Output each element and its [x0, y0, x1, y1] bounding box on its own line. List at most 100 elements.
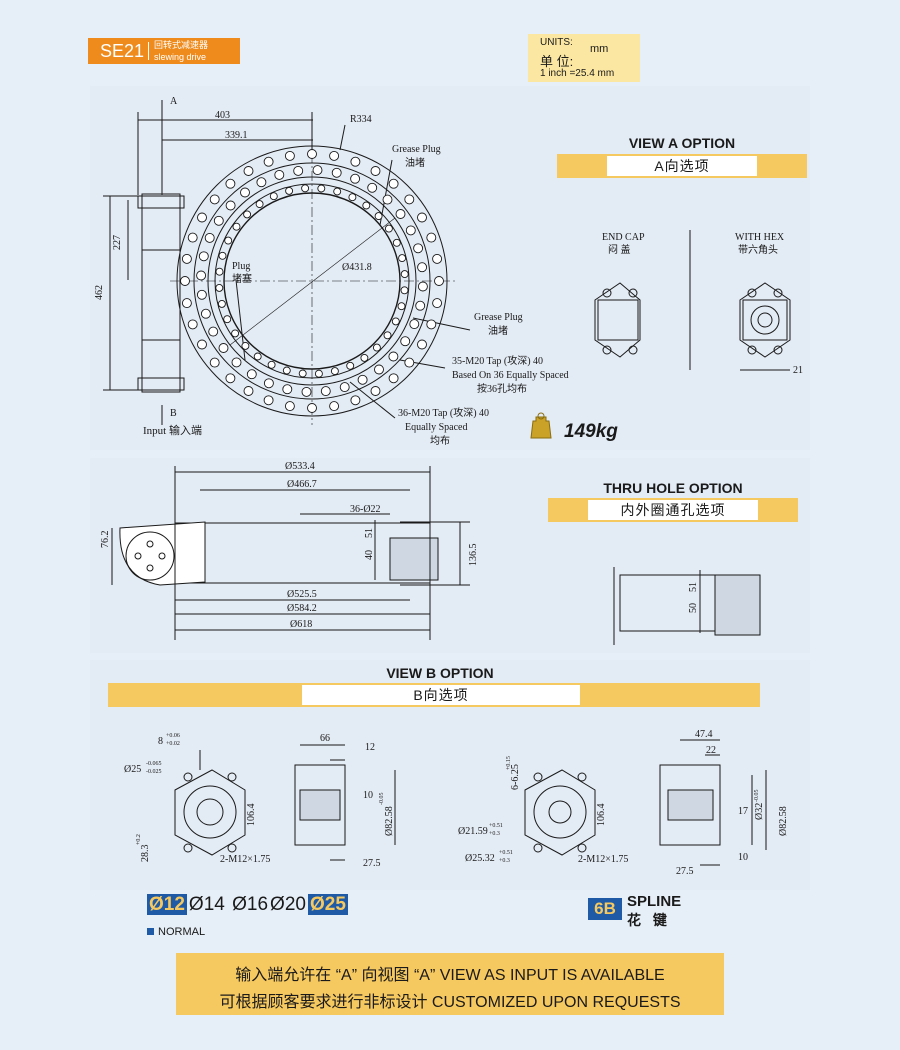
spline-tol-up: +0.15 — [506, 756, 512, 770]
bolt-hole — [333, 187, 342, 196]
bolt-hole — [362, 201, 371, 210]
bolt-hole — [383, 331, 392, 340]
dia-431-label: Ø431.8 — [342, 262, 372, 273]
w12-label: 12 — [365, 742, 375, 753]
r334-label: R334 — [350, 114, 372, 125]
bolt-hole — [213, 215, 224, 226]
tap35-base: Based On 36 Equally Spaced — [452, 370, 569, 381]
bolt-hole — [217, 299, 226, 308]
d25-label: Ø25 — [124, 764, 141, 775]
m12-2-label: 2-M12×1.75 — [578, 854, 628, 865]
bolt-hole — [253, 352, 262, 361]
bolt-hole — [330, 367, 339, 376]
view-a-band: A向选项 — [557, 154, 807, 178]
grease-plug-2-label: Grease Plug — [474, 312, 523, 323]
h28-label: 28.3 — [140, 845, 151, 863]
bolt-hole — [240, 187, 250, 198]
view-b-flange-1 — [174, 769, 246, 856]
h40-label: 40 — [364, 550, 375, 560]
spline-label-cn: 花 键 — [627, 912, 671, 928]
end-cap-body — [597, 299, 639, 341]
bolt-hole — [198, 251, 209, 262]
bolt-hole — [209, 357, 220, 368]
d25-tol-up: -0.065 — [146, 761, 162, 767]
bolt-hole — [417, 281, 428, 292]
end-cap-cn: 闷 盖 — [608, 243, 631, 256]
bolt-hole — [331, 167, 342, 178]
units-value: mm — [590, 43, 609, 55]
tap35-label: 35-M20 Tap (攻深) 40 — [452, 354, 543, 367]
tap36-equal: Equally Spaced — [405, 422, 467, 433]
bolt-hole — [307, 403, 317, 413]
bolt-hole — [367, 182, 378, 193]
bolt-hole — [426, 232, 437, 243]
bolt-hole — [267, 360, 276, 369]
bolt-hole — [231, 357, 242, 368]
bolt-hole — [320, 386, 331, 397]
bolt-hole — [370, 386, 381, 396]
bolt-hole — [223, 315, 232, 324]
bolt-hole — [372, 343, 381, 352]
bolt-hole — [388, 351, 399, 362]
bolt-hole — [197, 212, 207, 223]
bolt-hole — [224, 236, 233, 245]
series-title-en: slewing drive — [154, 52, 207, 62]
bolt-hole — [432, 298, 443, 309]
h106-2-label: 106.4 — [596, 804, 607, 827]
bolt-hole — [348, 193, 357, 202]
bolt-hole — [374, 364, 384, 375]
w27-1-label: 27.5 — [363, 858, 381, 869]
normal-legend: NORMAL — [147, 926, 205, 938]
hex-dim-21: 21 — [793, 365, 803, 376]
bolt-hole — [400, 270, 409, 279]
bolt-hole — [417, 262, 428, 273]
series-badge: SE21 回转式减速器 slewing drive — [88, 38, 240, 64]
bolt-hole — [181, 253, 192, 264]
d21-label: Ø21.59 — [458, 826, 488, 837]
bolt-hole — [225, 373, 236, 384]
tap36-label: 36-M20 Tap (攻深) 40 — [398, 406, 489, 419]
legend-swatch — [147, 928, 154, 935]
bolt-hole — [215, 283, 224, 292]
bolt-hole — [284, 150, 295, 161]
bolt-hole — [241, 341, 250, 350]
bolt-hole — [426, 319, 437, 330]
d466-label: Ø466.7 — [287, 479, 317, 490]
d32-label: Ø32 — [754, 803, 765, 820]
hex-head-inner — [757, 312, 773, 328]
bolt-hole — [374, 212, 383, 221]
weight-icon — [530, 412, 552, 440]
d82-1-label: Ø82.58 — [384, 806, 395, 836]
series-code: SE21 — [100, 41, 145, 61]
d82-tol-up: -0.05 — [379, 793, 385, 806]
thru-h51-label: 51 — [688, 582, 699, 592]
bolt-hole — [215, 267, 224, 276]
bolt-hole — [209, 194, 220, 205]
bolt-hole — [392, 238, 401, 247]
key8-tol-dn: +0.02 — [166, 741, 180, 747]
bolt-hole — [301, 184, 310, 193]
bolt-hole — [357, 374, 368, 385]
bolt-hole — [284, 401, 295, 412]
plug-cn: 堵塞 — [232, 272, 252, 285]
w10-1-label: 10 — [363, 790, 373, 801]
bolt-hole — [382, 194, 393, 205]
bolt-hole — [243, 166, 254, 176]
bolt-hole — [263, 156, 274, 167]
bolt-hole — [400, 336, 411, 347]
thru-section-cut — [714, 574, 761, 636]
h51-label: 51 — [364, 528, 375, 538]
bolt-hole — [243, 386, 254, 396]
end-cap-flange — [594, 282, 641, 358]
bolt-hole — [187, 232, 198, 243]
bolt-hole — [243, 210, 252, 219]
hex-flange — [739, 282, 791, 358]
m12-1-label: 2-M12×1.75 — [220, 854, 270, 865]
bolt-hole — [395, 209, 406, 219]
bolt-hole — [204, 232, 215, 243]
bolt-hole — [434, 276, 444, 286]
bolt-hole — [196, 289, 207, 300]
view-b-pilot-1 — [183, 785, 237, 839]
